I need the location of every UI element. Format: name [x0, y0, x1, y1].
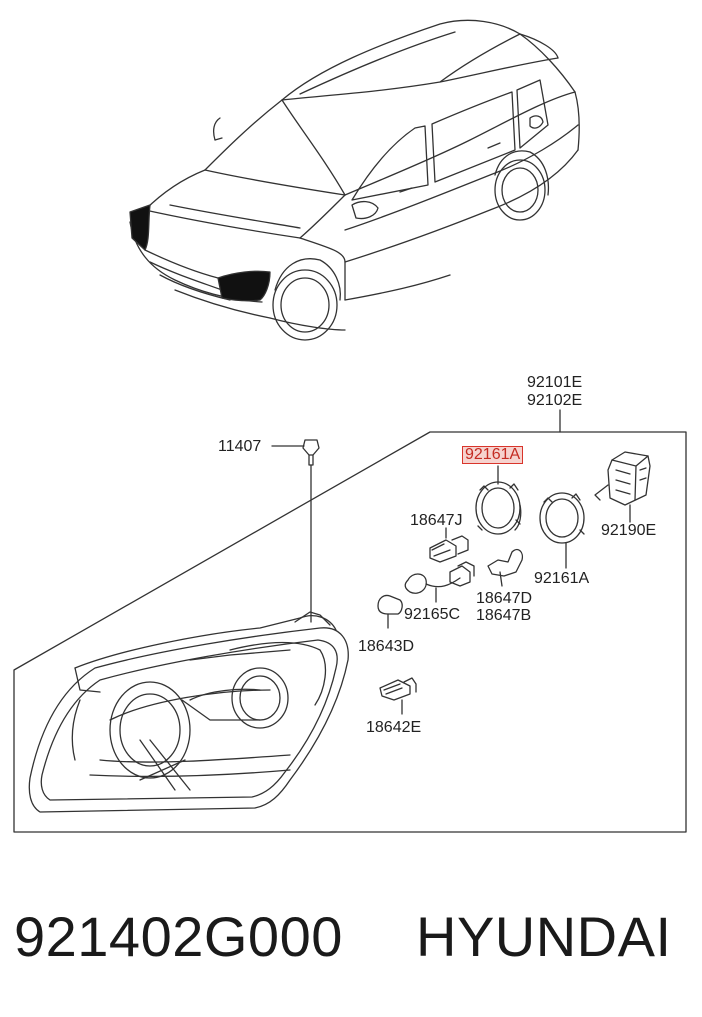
car-illustration [130, 20, 579, 340]
assembly-frame [14, 410, 686, 832]
actuator-part [595, 452, 650, 522]
label-92161a: 92161A [534, 570, 590, 587]
label-92161a-highlighted[interactable]: 92161A [462, 446, 524, 464]
brand-name: HYUNDAI [416, 905, 672, 968]
socket-92165c-part [405, 562, 474, 602]
ring-part-right [540, 493, 584, 568]
label-18643d: 18643D [358, 638, 415, 655]
bulb-18647j-part [430, 528, 468, 562]
assembly-label-92101e: 92101E [527, 374, 583, 391]
assembly-label-92102e: 92102E [527, 392, 583, 409]
label-18647j: 18647J [410, 512, 463, 529]
screw-part [272, 440, 319, 622]
label-11407: 11407 [218, 438, 262, 455]
bulb-18643d-part [378, 595, 402, 628]
label-18647d: 18647D [476, 590, 533, 607]
label-18647b: 18647B [476, 607, 532, 624]
ring-part-highlighted [476, 466, 521, 534]
label-92190e: 92190E [601, 522, 657, 539]
bulb-18642e-part [380, 678, 416, 714]
label-92165c: 92165C [404, 606, 461, 623]
headlamp-assembly [29, 612, 348, 812]
label-18642e: 18642E [366, 719, 422, 736]
bulb-18647d-part [488, 550, 522, 586]
part-number: 921402G000 [14, 905, 343, 968]
